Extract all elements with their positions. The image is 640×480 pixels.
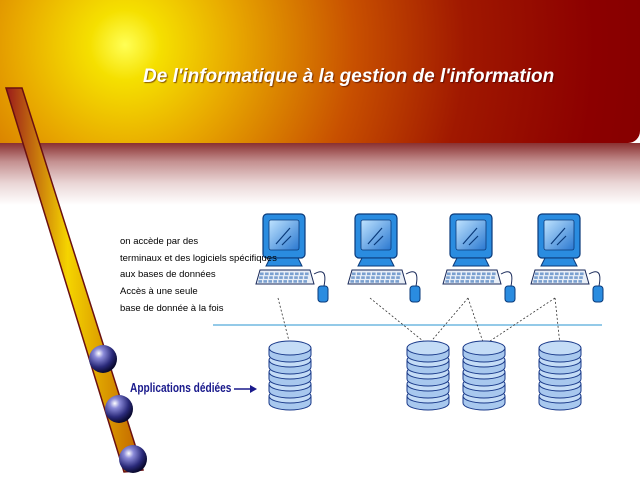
database-4-icon bbox=[538, 340, 582, 411]
database-3-icon bbox=[462, 340, 506, 411]
header-fade bbox=[0, 143, 640, 205]
computer-4-icon bbox=[530, 213, 604, 303]
description-line-5: base de donnée à la fois bbox=[120, 303, 224, 314]
computer-1-icon bbox=[255, 213, 329, 303]
header-banner bbox=[0, 0, 640, 143]
computer-2-icon bbox=[347, 213, 421, 303]
applications-label: Applications dédiées bbox=[130, 380, 232, 395]
description-line-2: terminaux et des logiciels spécifiques bbox=[120, 253, 277, 264]
computer-3-icon bbox=[442, 213, 516, 303]
arrow-icon bbox=[234, 385, 257, 393]
description-line-4: Accès à une seule bbox=[120, 286, 198, 297]
connection-lines bbox=[277, 297, 561, 346]
bullet-ball-1 bbox=[89, 345, 117, 373]
database-2-icon bbox=[406, 340, 450, 411]
database-1-icon bbox=[268, 340, 312, 411]
bullet-ball-2 bbox=[105, 395, 133, 423]
decorative-bar bbox=[4, 87, 144, 473]
description-line-1: on accède par des bbox=[120, 236, 199, 247]
description-line-3: aux bases de données bbox=[120, 269, 216, 280]
bullet-ball-3 bbox=[119, 445, 147, 473]
page-title: De l'informatique à la gestion de l'info… bbox=[143, 66, 555, 87]
